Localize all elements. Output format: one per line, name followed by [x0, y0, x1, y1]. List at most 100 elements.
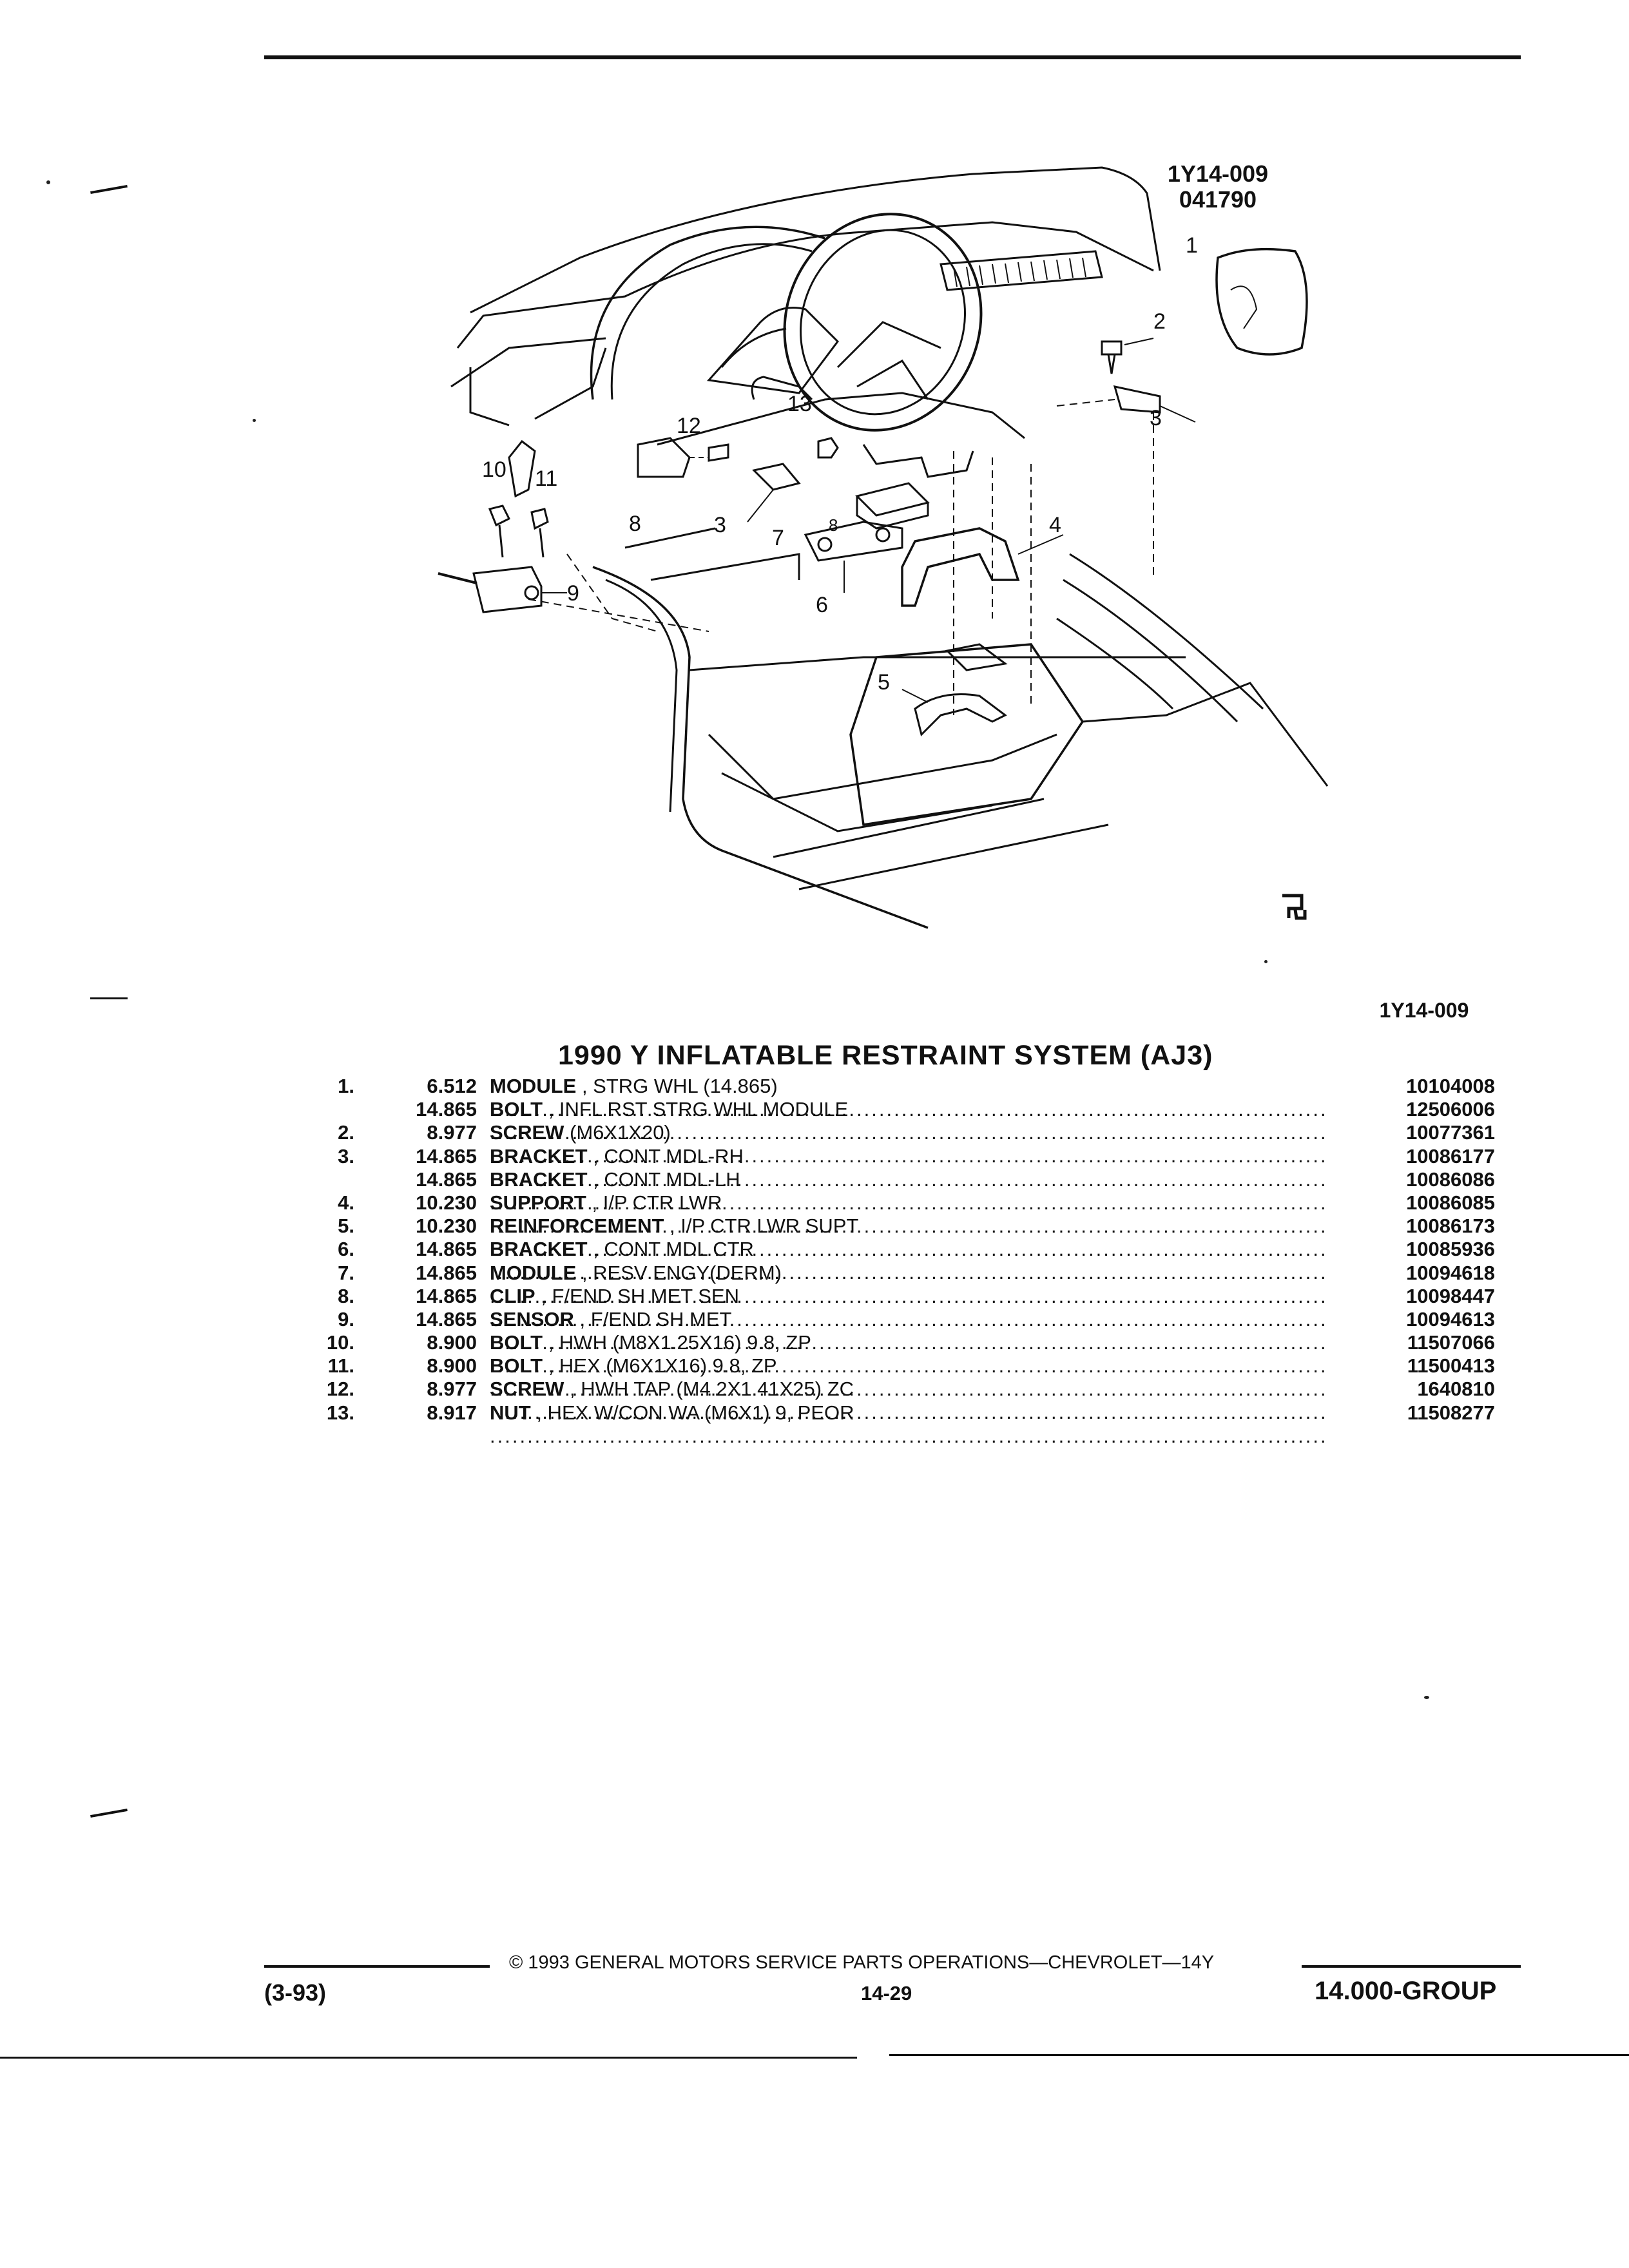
part-description: BOLT , INFL RST STRG WHL MODULE ........… — [490, 1098, 1327, 1144]
dot-leader: ........................................… — [490, 1261, 1327, 1284]
item-number: 11. — [327, 1354, 354, 1378]
parts-row: 1. 6.512 MODULE , STRG WHL (14.865) ......… — [284, 1075, 1495, 1120]
part-detail: , HWH (M8X1.25X16) 9.8, ZP — [543, 1331, 811, 1354]
part-detail: , HEX (M6X1X16) 9.8, ZP — [543, 1354, 777, 1378]
parts-row: 7. 14.865 MODULE , RESV ENGY(DERM) .......… — [284, 1261, 1495, 1307]
part-name: REINFORCEMENT — [490, 1215, 664, 1238]
part-description: REINFORCEMENT , I/P CTR LWR SUPT .......… — [490, 1215, 1327, 1261]
item-number: 13. — [326, 1401, 354, 1424]
part-number: 10086085 — [1406, 1191, 1495, 1214]
item-number: 4. — [338, 1191, 354, 1214]
part-detail: , INFL RST STRG WHL MODULE — [543, 1098, 849, 1121]
part-detail: , CONT MDL-RH — [587, 1144, 744, 1168]
callout-11: 11 — [535, 466, 558, 491]
exploded-view-drawing — [438, 166, 1329, 929]
callout-1: 1 — [1186, 233, 1198, 258]
part-description: BRACKET , CONT MDL-LH ..................… — [490, 1168, 1327, 1215]
airbag-module-icon — [1215, 247, 1308, 356]
group-number: 6.512 — [427, 1075, 477, 1097]
scan-mark — [90, 997, 128, 999]
scan-speck — [253, 419, 256, 422]
revision-date: (3-93) — [264, 1979, 327, 2006]
part-number: 10086177 — [1406, 1144, 1495, 1168]
parts-row: 14.865 BRACKET , CONT MDL-LH ............… — [284, 1168, 1495, 1214]
item-number: 1. — [338, 1075, 354, 1097]
callout-13: 13 — [787, 392, 812, 416]
dot-leader: ........................................… — [490, 1424, 1327, 1447]
part-number: 11508277 — [1407, 1401, 1495, 1424]
item-number: 3. — [338, 1144, 354, 1168]
dot-leader: ........................................… — [490, 1144, 1327, 1168]
dot-leader: ........................................… — [490, 1214, 1327, 1237]
gm-logo-mark — [1282, 894, 1307, 920]
item-number: 10. — [326, 1331, 354, 1354]
group-number: 14.865 — [416, 1168, 477, 1191]
part-number: 1640810 — [1417, 1378, 1495, 1401]
part-name: BRACKET — [490, 1168, 588, 1191]
group-number: 14.865 — [416, 1238, 477, 1261]
group-number: 8.917 — [427, 1401, 477, 1424]
group-number: 14.865 — [416, 1261, 477, 1284]
dot-leader: ........................................… — [490, 1378, 1327, 1401]
part-detail: (M6X1X20) — [564, 1121, 671, 1144]
page-number: 14-29 — [861, 1982, 912, 2004]
callout-2: 2 — [1153, 309, 1166, 334]
part-name: BOLT — [490, 1331, 543, 1354]
dot-leader: ........................................… — [490, 1354, 1327, 1378]
part-name: SCREW — [490, 1378, 564, 1401]
scan-mark — [90, 1808, 128, 1818]
part-name: NUT — [490, 1401, 531, 1424]
callout-5: 5 — [878, 670, 890, 695]
part-detail: , STRG WHL (14.865) — [576, 1075, 778, 1097]
section-title: 1990 Y INFLATABLE RESTRAINT SYSTEM (AJ3) — [558, 1040, 1213, 1071]
footer-rule-right — [1302, 1965, 1521, 1968]
part-name: BOLT — [490, 1098, 543, 1121]
part-description: MODULE , STRG WHL (14.865) .............… — [490, 1075, 1327, 1121]
part-description: CLIP , F/END SH MET SEN ................… — [490, 1285, 1327, 1331]
group-number: 8.900 — [427, 1331, 477, 1354]
part-detail: , HWH TAP (M4.2X1.41X25) ZC — [564, 1378, 854, 1401]
part-name: BOLT — [490, 1354, 543, 1378]
part-description: BOLT , HWH (M8X1.25X16) 9.8, ZP ........… — [490, 1331, 1327, 1378]
dot-leader: ........................................… — [490, 1307, 1327, 1331]
part-number: 11500413 — [1407, 1354, 1495, 1378]
part-name: CLIP — [490, 1284, 535, 1307]
part-name: BRACKET — [490, 1238, 588, 1261]
scan-mark — [90, 184, 128, 195]
item-number: 6. — [338, 1238, 354, 1261]
figure-date-code: 041790 — [1179, 186, 1257, 213]
callout-3-lh: 3 — [714, 513, 726, 537]
part-description: SCREW , HWH TAP (M4.2X1.41X25) ZC ......… — [490, 1378, 1327, 1424]
dot-leader: ........................................… — [490, 1098, 1327, 1120]
scan-speck — [46, 180, 50, 184]
part-name: SUPPORT — [490, 1191, 586, 1214]
part-detail: , CONT MDL-LH — [587, 1168, 740, 1191]
group-label: 14.000-GROUP — [1315, 1977, 1497, 2005]
caption-code: 1Y14-009 — [1379, 999, 1469, 1022]
dot-leader: ........................................… — [490, 1284, 1327, 1307]
item-number: 9. — [338, 1307, 354, 1331]
parts-row: 14.865 BOLT , INFL RST STRG WHL MODULE ..… — [284, 1098, 1495, 1144]
part-name: SENSOR — [490, 1307, 574, 1331]
copyright-line: © 1993 GENERAL MOTORS SERVICE PARTS OPER… — [509, 1952, 1215, 1973]
group-number: 14.865 — [416, 1098, 477, 1121]
part-description: MODULE , RESV ENGY(DERM) ...............… — [490, 1262, 1327, 1308]
part-description: SENSOR , F/END SH MET ..................… — [490, 1308, 1327, 1354]
footer-rule-left — [264, 1965, 490, 1968]
group-number: 8.900 — [427, 1354, 477, 1378]
part-name: BRACKET — [490, 1144, 588, 1168]
scan-speck — [1264, 960, 1268, 963]
group-number: 14.865 — [416, 1144, 477, 1168]
part-number: 10085936 — [1406, 1238, 1495, 1261]
item-number: 7. — [338, 1261, 354, 1284]
part-detail: , HEX W/CON WA (M6X1) 9, PEOR — [530, 1401, 854, 1424]
part-name: MODULE — [490, 1261, 577, 1284]
callout-7: 7 — [772, 526, 784, 550]
